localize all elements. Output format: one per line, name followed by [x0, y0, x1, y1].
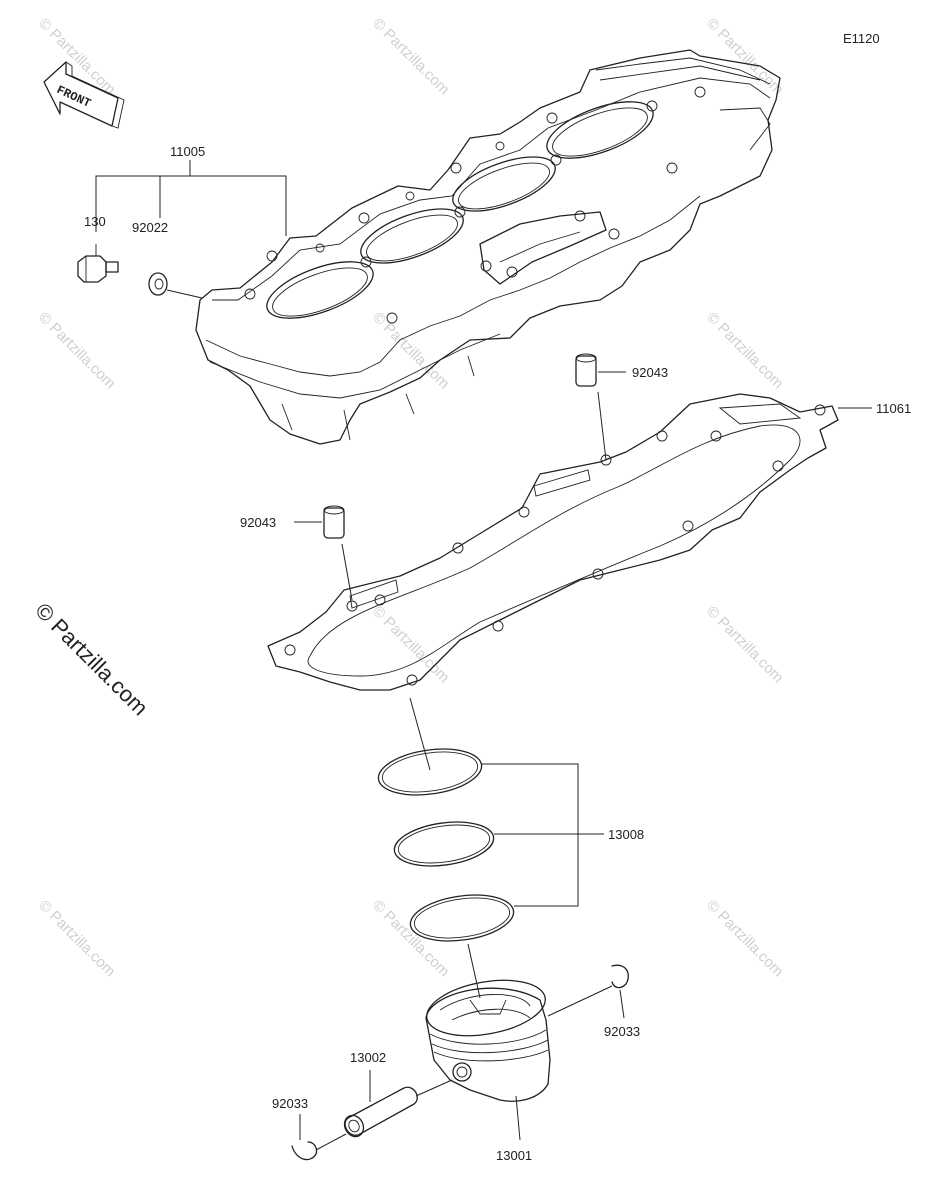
watermark: © Partzilla.com: [369, 897, 452, 980]
leader-gasket-ring: [409, 697, 431, 771]
diagram-code: E1120: [843, 31, 880, 46]
washer: [148, 272, 203, 299]
part-label-rings: 13008: [608, 827, 644, 842]
leader-11005: [95, 160, 287, 236]
snap-ring-left: [291, 1114, 347, 1161]
watermark: © Partzilla.com: [703, 309, 786, 392]
part-label-snap-ring-right: 92033: [604, 1024, 640, 1039]
piston-pin: [343, 1070, 453, 1138]
watermark: © Partzilla.com: [369, 15, 452, 98]
part-label-gasket: 11061: [876, 401, 911, 416]
part-label-cylinder: 11005: [170, 144, 205, 159]
watermark: © Partzilla.com: [703, 603, 786, 686]
part-label-washer: 92022: [132, 220, 168, 235]
dowel-pin-lower: [294, 505, 353, 601]
watermark-large: © Partzilla.com: [30, 598, 153, 721]
watermark: © Partzilla.com: [35, 309, 118, 392]
snap-ring-right: [611, 964, 629, 1019]
dowel-pin-upper: [575, 353, 626, 461]
piston: [425, 979, 613, 1141]
watermark: © Partzilla.com: [35, 897, 118, 980]
part-label-dowel-upper: 92043: [632, 365, 668, 380]
part-label-piston-pin: 13002: [350, 1050, 386, 1065]
cylinder-base-gasket: [267, 393, 872, 691]
piston-rings: [377, 748, 604, 999]
bolt: [77, 244, 119, 283]
part-label-piston: 13001: [496, 1148, 532, 1163]
watermark: © Partzilla.com: [703, 15, 786, 98]
part-label-snap-ring-left: 92033: [272, 1096, 308, 1111]
watermark: © Partzilla.com: [703, 897, 786, 980]
watermark: © Partzilla.com: [35, 15, 118, 98]
part-label-bolt: 130: [84, 214, 106, 229]
watermarks: © Partzilla.com © Partzilla.com © Partzi…: [30, 15, 786, 980]
part-label-dowel-lower: 92043: [240, 515, 276, 530]
cylinder-block: [195, 49, 781, 445]
watermark: © Partzilla.com: [369, 309, 452, 392]
